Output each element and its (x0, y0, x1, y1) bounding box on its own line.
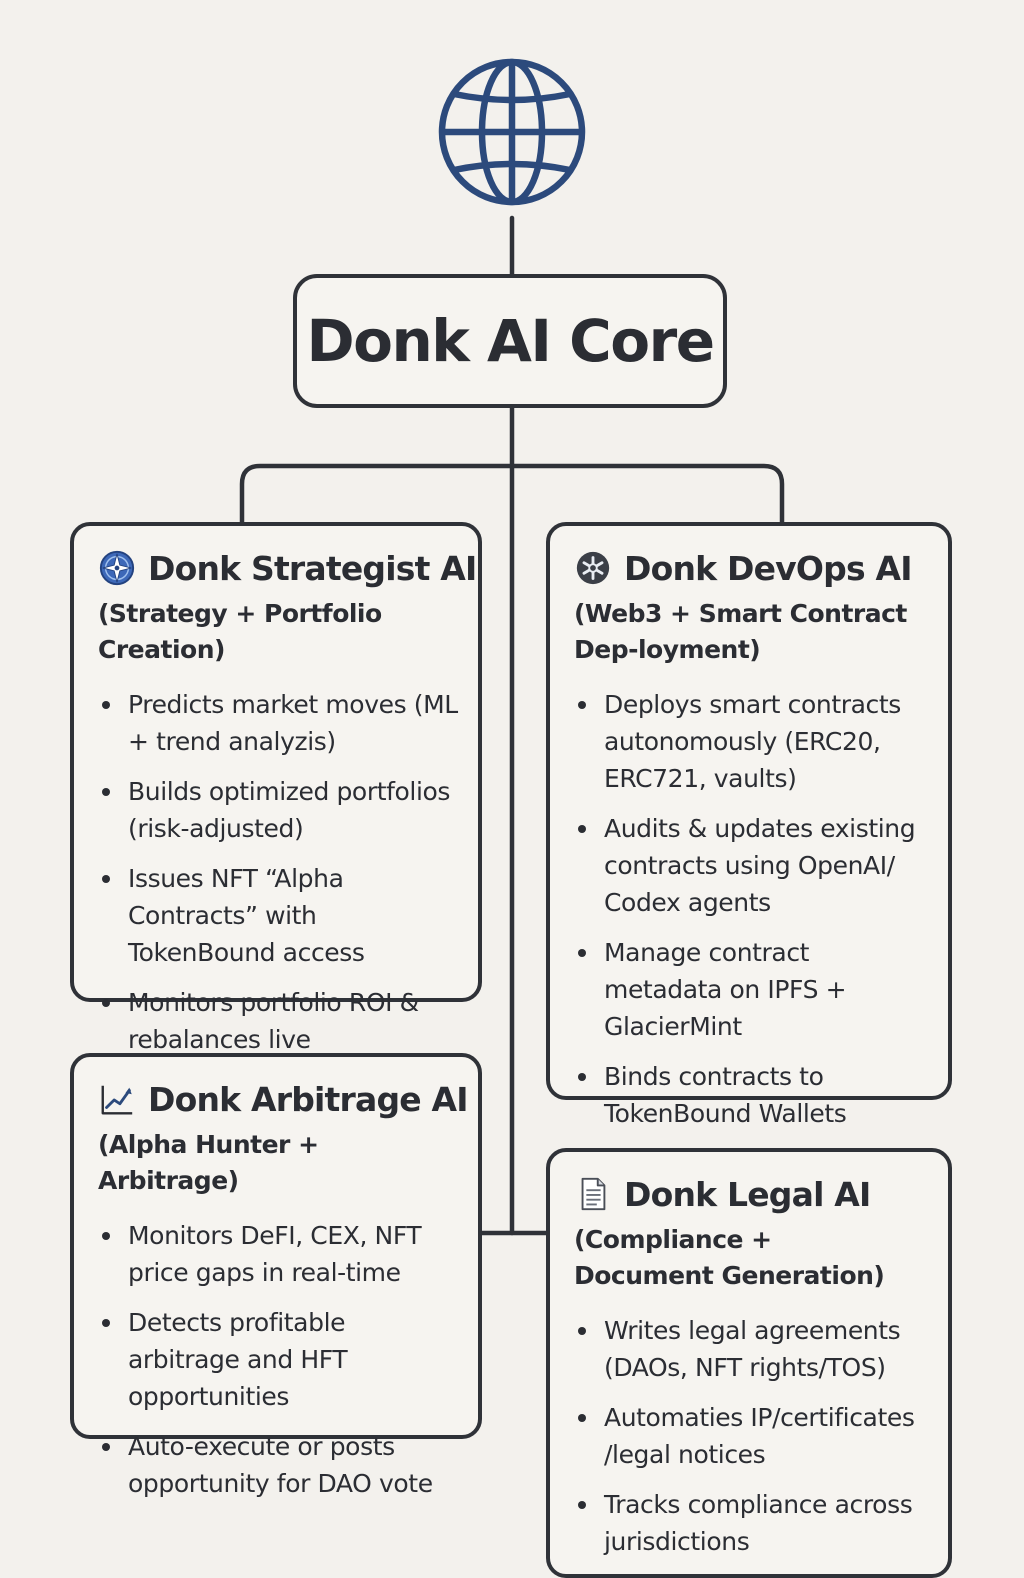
list-item: Builds optimized portfolios (risk-adjust… (98, 773, 464, 847)
arbitrage-card: Donk Arbitrage AI (Alpha Hunter + Arbitr… (70, 1053, 482, 1498)
chart-increasing-icon (101, 1085, 133, 1115)
branch-left-line (239, 463, 515, 525)
devops-list: Deploys smart contracts autonomously (ER… (574, 686, 934, 1132)
legal-header: Donk Legal AI (574, 1170, 934, 1218)
arbitrage-title: Donk Arbitrage AI (148, 1079, 469, 1119)
gear-icon (576, 551, 610, 585)
list-item: Writes legal agreements (DAOs, NFT right… (574, 1312, 934, 1386)
devops-subtitle: (Web3 + Smart Contract Dep-loyment) (574, 599, 907, 664)
globe-icon (438, 58, 586, 206)
devops-title: Donk DevOps AI (624, 548, 913, 588)
arbitrage-list: Monitors DeFI, CEX, NFT price gaps in re… (98, 1217, 464, 1502)
list-item: Deploys smart contracts autonomously (ER… (574, 686, 934, 797)
document-icon (581, 1177, 606, 1211)
list-item: Automaties IP/certificates /legal notice… (574, 1399, 934, 1473)
core-title: Donk AI Core (306, 307, 715, 375)
core-box: Donk AI Core (293, 274, 727, 408)
strategist-list: Predicts market moves (ML + trend analyz… (98, 686, 464, 1058)
devops-card: Donk DevOps AI (Web3 + Smart Contract De… (546, 522, 952, 1128)
strategist-subtitle: (Strategy + Portfolio Creation) (98, 599, 382, 664)
legal-card: Donk Legal AI (Compliance + Document Gen… (546, 1148, 952, 1578)
list-item: Manage contract metadata on IPFS + Glaci… (574, 934, 934, 1045)
list-item: Audits & updates existing contracts usin… (574, 810, 934, 921)
strategist-card: Donk Strategist AI (Strategy + Portfolio… (70, 522, 482, 1054)
list-item: Binds contracts to TokenBound Wallets (574, 1058, 934, 1132)
list-item: Tracks compliance across jurisdictions (574, 1486, 934, 1560)
branch-right-line (509, 463, 785, 525)
list-item: Predicts market moves (ML + trend analyz… (98, 686, 464, 760)
legal-subtitle: (Compliance + Document Generation) (574, 1225, 885, 1290)
legal-title: Donk Legal AI (624, 1174, 871, 1214)
strategist-header: Donk Strategist AI (98, 544, 477, 592)
legal-list: Writes legal agreements (DAOs, NFT right… (574, 1312, 934, 1560)
list-item: Detects profitable arbitrage and HFT opp… (98, 1304, 464, 1415)
list-item: Issues NFT “Alpha Contracts” with TokenB… (98, 860, 464, 971)
strategist-title: Donk Strategist AI (148, 548, 477, 588)
arbitrage-header: Donk Arbitrage AI (98, 1075, 469, 1123)
compass-icon (99, 550, 135, 586)
connector-lines (239, 215, 785, 1236)
list-item: Auto-execute or posts opportunity for DA… (98, 1428, 464, 1502)
arbitrage-subtitle: (Alpha Hunter + Arbitrage) (98, 1130, 319, 1195)
list-item: Monitors portfolio ROI & rebalances live (98, 984, 464, 1058)
devops-header: Donk DevOps AI (574, 544, 934, 592)
list-item: Monitors DeFI, CEX, NFT price gaps in re… (98, 1217, 464, 1291)
